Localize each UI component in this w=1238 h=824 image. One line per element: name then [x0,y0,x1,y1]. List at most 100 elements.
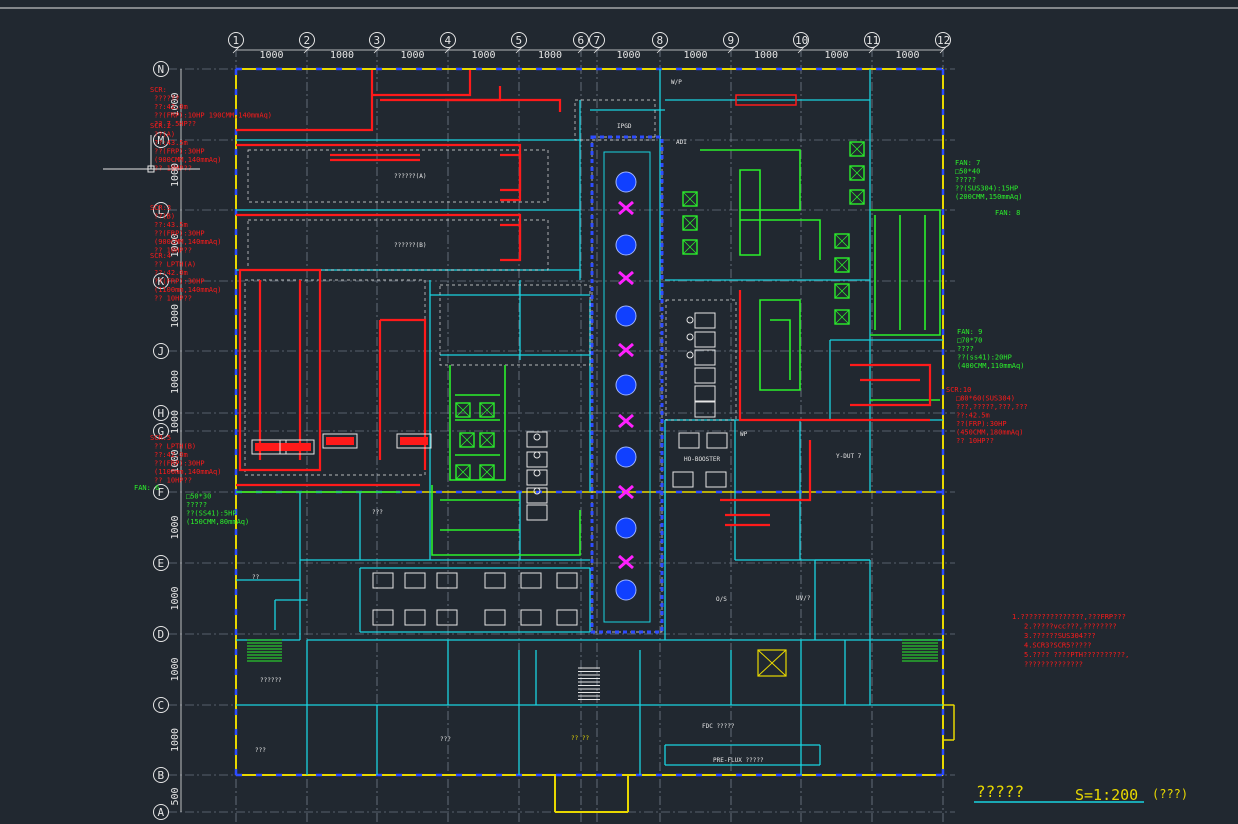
row-spacing-9: 1000 [170,657,181,681]
grid-bubble-col-2 [299,32,315,48]
red-duct-6 [500,223,522,255]
green-duct-10 [740,219,821,260]
green-unit-cross [682,191,698,207]
room-label-10: ?? ?? [571,735,589,742]
green-unit-12 [455,464,471,480]
scr-10-line-3: ??:42.5m [956,412,990,420]
fan-unit-fill-1 [400,437,428,445]
col-spacing-0: 1000 [260,50,284,61]
grid-bubble-row-B [153,767,169,783]
col-spacing-9: 1000 [896,50,920,61]
equipment-box-24 [706,432,728,449]
red-duct-7 [238,268,322,472]
equipment-box-3 [484,572,506,589]
grid-bubble-col-7 [589,32,605,48]
red-duct-9 [380,318,427,470]
red-duct-layer [236,70,932,527]
fan-note-2-line-0: FAN: 8 [995,209,1020,217]
row-spacing-6: 1000 [170,449,181,473]
red-duct-12 [738,290,930,422]
col-dim-tick-5 [577,46,585,54]
scr-note-4-line-1: ?? LPTH(A) [154,261,196,269]
scr-note-4-line-4: (1100mm,140mmAq) [154,286,221,294]
equipment-box-23 [678,432,700,449]
scr-note-3-line-0: SCR:3 [150,204,171,212]
room-label-1: ??????(B) [394,242,427,249]
room-label-13: ??? [372,509,383,516]
dashed-zone-4 [439,284,591,366]
tank-circle-6 [615,579,637,601]
scr-10-line-0: SCR:10 [946,386,971,394]
col-spacing-2: 1000 [401,50,425,61]
scr-note-1-line-2: ??:42.0m [154,103,188,111]
scr-note-4-line-5: ?? 10HP?? [154,295,192,303]
room-label-14: ??? [255,747,266,754]
grid-label-row-J: J [158,345,165,358]
scr-10-line-1: □80*60(SUS304) [956,395,1015,403]
red-duct-4 [500,153,522,192]
green-unit-3 [849,141,865,157]
room-label-6: FDC ????? [702,723,735,730]
scr-note-3-line-5: ?? 10HP?? [154,247,192,255]
scr-note-1-line-1: ?????? [154,95,179,103]
scr-note-4-line-0: SCR:4 [150,252,171,260]
green-unit-2 [682,239,698,255]
scr-note-3-line-4: (900CMM,140mmAq) [154,238,221,246]
scr-note-5-line-3: ??(FRP):30HP [154,460,205,468]
room-label-5: PRE-FLUX ????? [713,757,764,764]
equipment-box-18 [694,331,716,348]
green-duct-0 [700,149,801,211]
fan-note-0-line-2: ????? [186,501,207,509]
grid-label-col-12: 12 [937,34,950,47]
row-spacing-4: 1000 [170,370,181,394]
grid-label-col-4: 4 [445,34,452,47]
row-spacing-5: 1000 [170,410,181,434]
dashed-zone-5 [665,299,737,421]
drawing-title: ????? [976,782,1024,801]
equipment-box-1 [404,572,426,589]
room-label-7: W/P [671,79,682,86]
green-unit-cross [849,165,865,181]
green-unit-cross [479,432,495,448]
green-unit-cross [682,239,698,255]
tank-circle-4 [615,446,637,468]
scr-note-5-line-5: ?? 10HP?? [154,477,192,485]
equipment-circle-4 [686,316,694,324]
grid-label-row-B: B [158,769,165,782]
grid-label-col-11: 11 [866,34,879,47]
col-dim-tick-3 [444,46,452,54]
grid-bubble-row-D [153,626,169,642]
scr-note-2-line-1: ??(A) [154,131,175,139]
magenta-cross-marker-2 [618,342,634,358]
equipment-box-26 [705,471,727,488]
col-spacing-7: 1000 [754,50,778,61]
fan-note-3-line-1: □70*70 [957,337,982,345]
cross-stroke [618,413,634,429]
red-duct-box [735,94,797,106]
equipment-box-17 [694,312,716,329]
grid-label-row-C: C [158,699,165,712]
green-unit-8 [834,283,850,299]
fan-note-3-line-2: ???? [957,345,974,353]
green-unit-10 [455,402,471,418]
equipment-circle-6 [686,351,694,359]
magenta-cross-marker-4 [618,484,634,500]
green-unit-cross [455,464,471,480]
row-spacing-1: 1000 [170,163,181,187]
green-unit-1 [682,215,698,231]
grid-bubble-row-M [153,132,169,148]
fan-note-1-line-1: □50*40 [955,168,980,176]
row-spacing-2: 1000 [170,233,181,257]
scr-10-line-4: ??(FRP):30HP [956,420,1007,428]
fan-unit-box-0 [322,433,358,449]
green-duct-5 [455,394,500,456]
fan-unit-box-3 [279,439,315,455]
col-dim-tick-6 [593,46,601,54]
col-dim-tick-9 [797,46,805,54]
grid-label-row-D: D [158,628,165,641]
grid-label-col-8: 8 [657,34,664,47]
scr-note-2-line-0: SCR:2 [150,122,171,130]
cross-stroke [618,270,634,286]
room-label-15: ?????? [260,677,282,684]
